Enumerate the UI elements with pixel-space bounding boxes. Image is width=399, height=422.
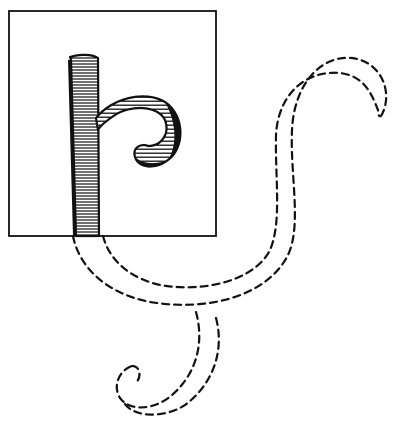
dashed-loop-outer	[117, 312, 200, 407]
dashed-outer-path	[73, 58, 386, 305]
dashed-loop-inner	[125, 318, 219, 415]
dashed-tail-tip	[378, 110, 383, 116]
frame-box	[9, 11, 216, 236]
hatched-letter-glyph	[68, 55, 180, 236]
dashed-loop-hook	[132, 366, 139, 383]
